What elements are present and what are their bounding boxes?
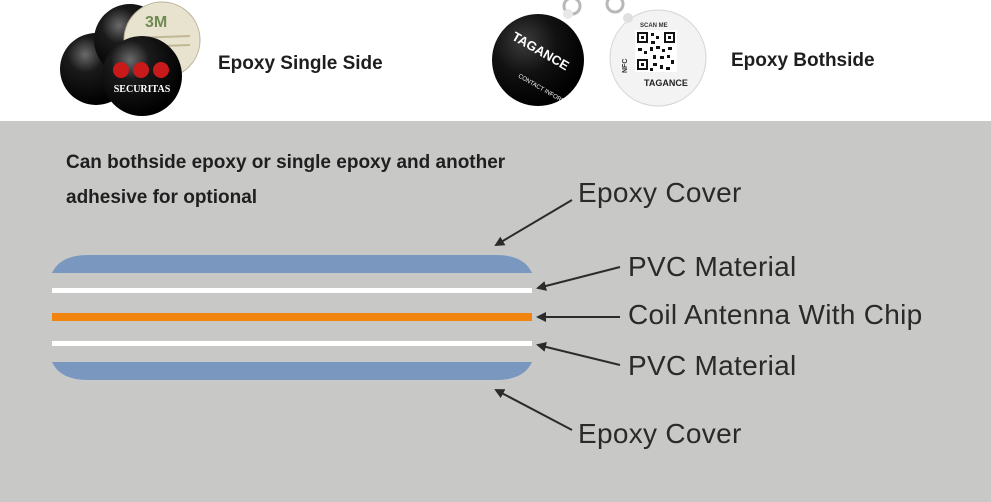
layer-bottom-pvc-material — [52, 341, 532, 346]
label-bottom-epoxy-cover: Epoxy Cover — [578, 418, 742, 450]
label-coil-antenna: Coil Antenna With Chip — [628, 299, 923, 331]
arrow-bottom-epoxy-cover — [496, 390, 572, 430]
arrow-top-pvc-material — [538, 267, 620, 288]
layer-top-pvc-material — [52, 288, 532, 293]
label-top-epoxy-cover: Epoxy Cover — [578, 177, 742, 209]
arrow-bottom-pvc-material — [538, 345, 620, 365]
layer-bottom-epoxy-cover — [52, 362, 532, 380]
layer-coil-antenna — [52, 313, 532, 321]
layer-top-epoxy-cover — [52, 255, 532, 273]
arrow-top-epoxy-cover — [496, 200, 572, 245]
label-top-pvc-material: PVC Material — [628, 251, 797, 283]
label-bottom-pvc-material: PVC Material — [628, 350, 797, 382]
